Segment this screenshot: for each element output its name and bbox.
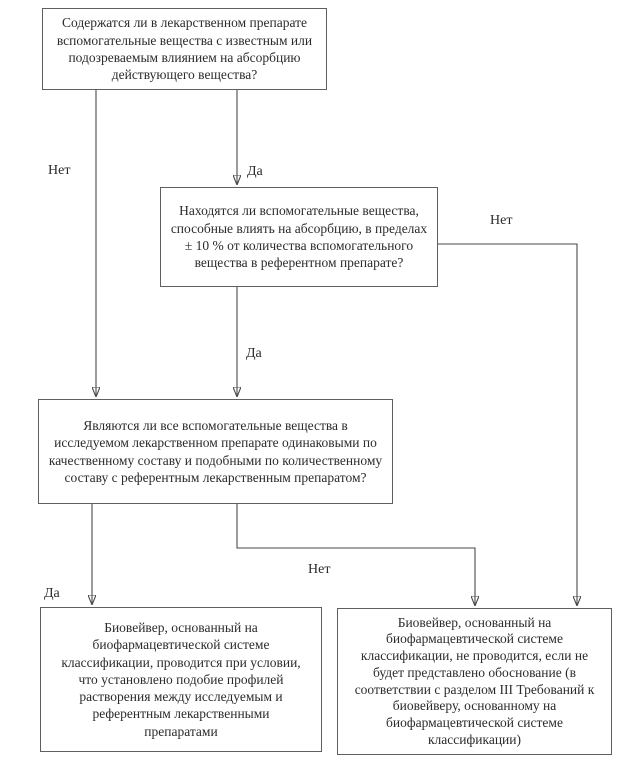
edge-label-yes-bottom: Да [44, 586, 60, 601]
edge-label-no-right: Нет [490, 213, 513, 228]
edge-label-no-left: Нет [48, 163, 71, 178]
outcome-biowaiver-not-performed: Биовейвер, основанный на биофармацевтиче… [337, 608, 612, 755]
question-excipients-same-composition: Являются ли все вспомогательные вещества… [38, 399, 393, 504]
edge-label-no-bottom: Нет [308, 562, 331, 577]
connector-q3-no-to-outcome-negative [236, 504, 475, 605]
question-excipients-known-influence: Содержатся ли в лекарственном препарате … [42, 8, 327, 90]
question-excipients-within-10-percent: Находятся ли вспомогательные вещества, с… [160, 187, 438, 287]
outcome-biowaiver-performed: Биовейвер, основанный на биофармацевтиче… [40, 607, 322, 752]
edge-label-yes-mid: Да [246, 346, 262, 361]
connector-q2-no-to-outcome-negative [438, 243, 577, 605]
edge-label-yes-top: Да [247, 164, 263, 179]
